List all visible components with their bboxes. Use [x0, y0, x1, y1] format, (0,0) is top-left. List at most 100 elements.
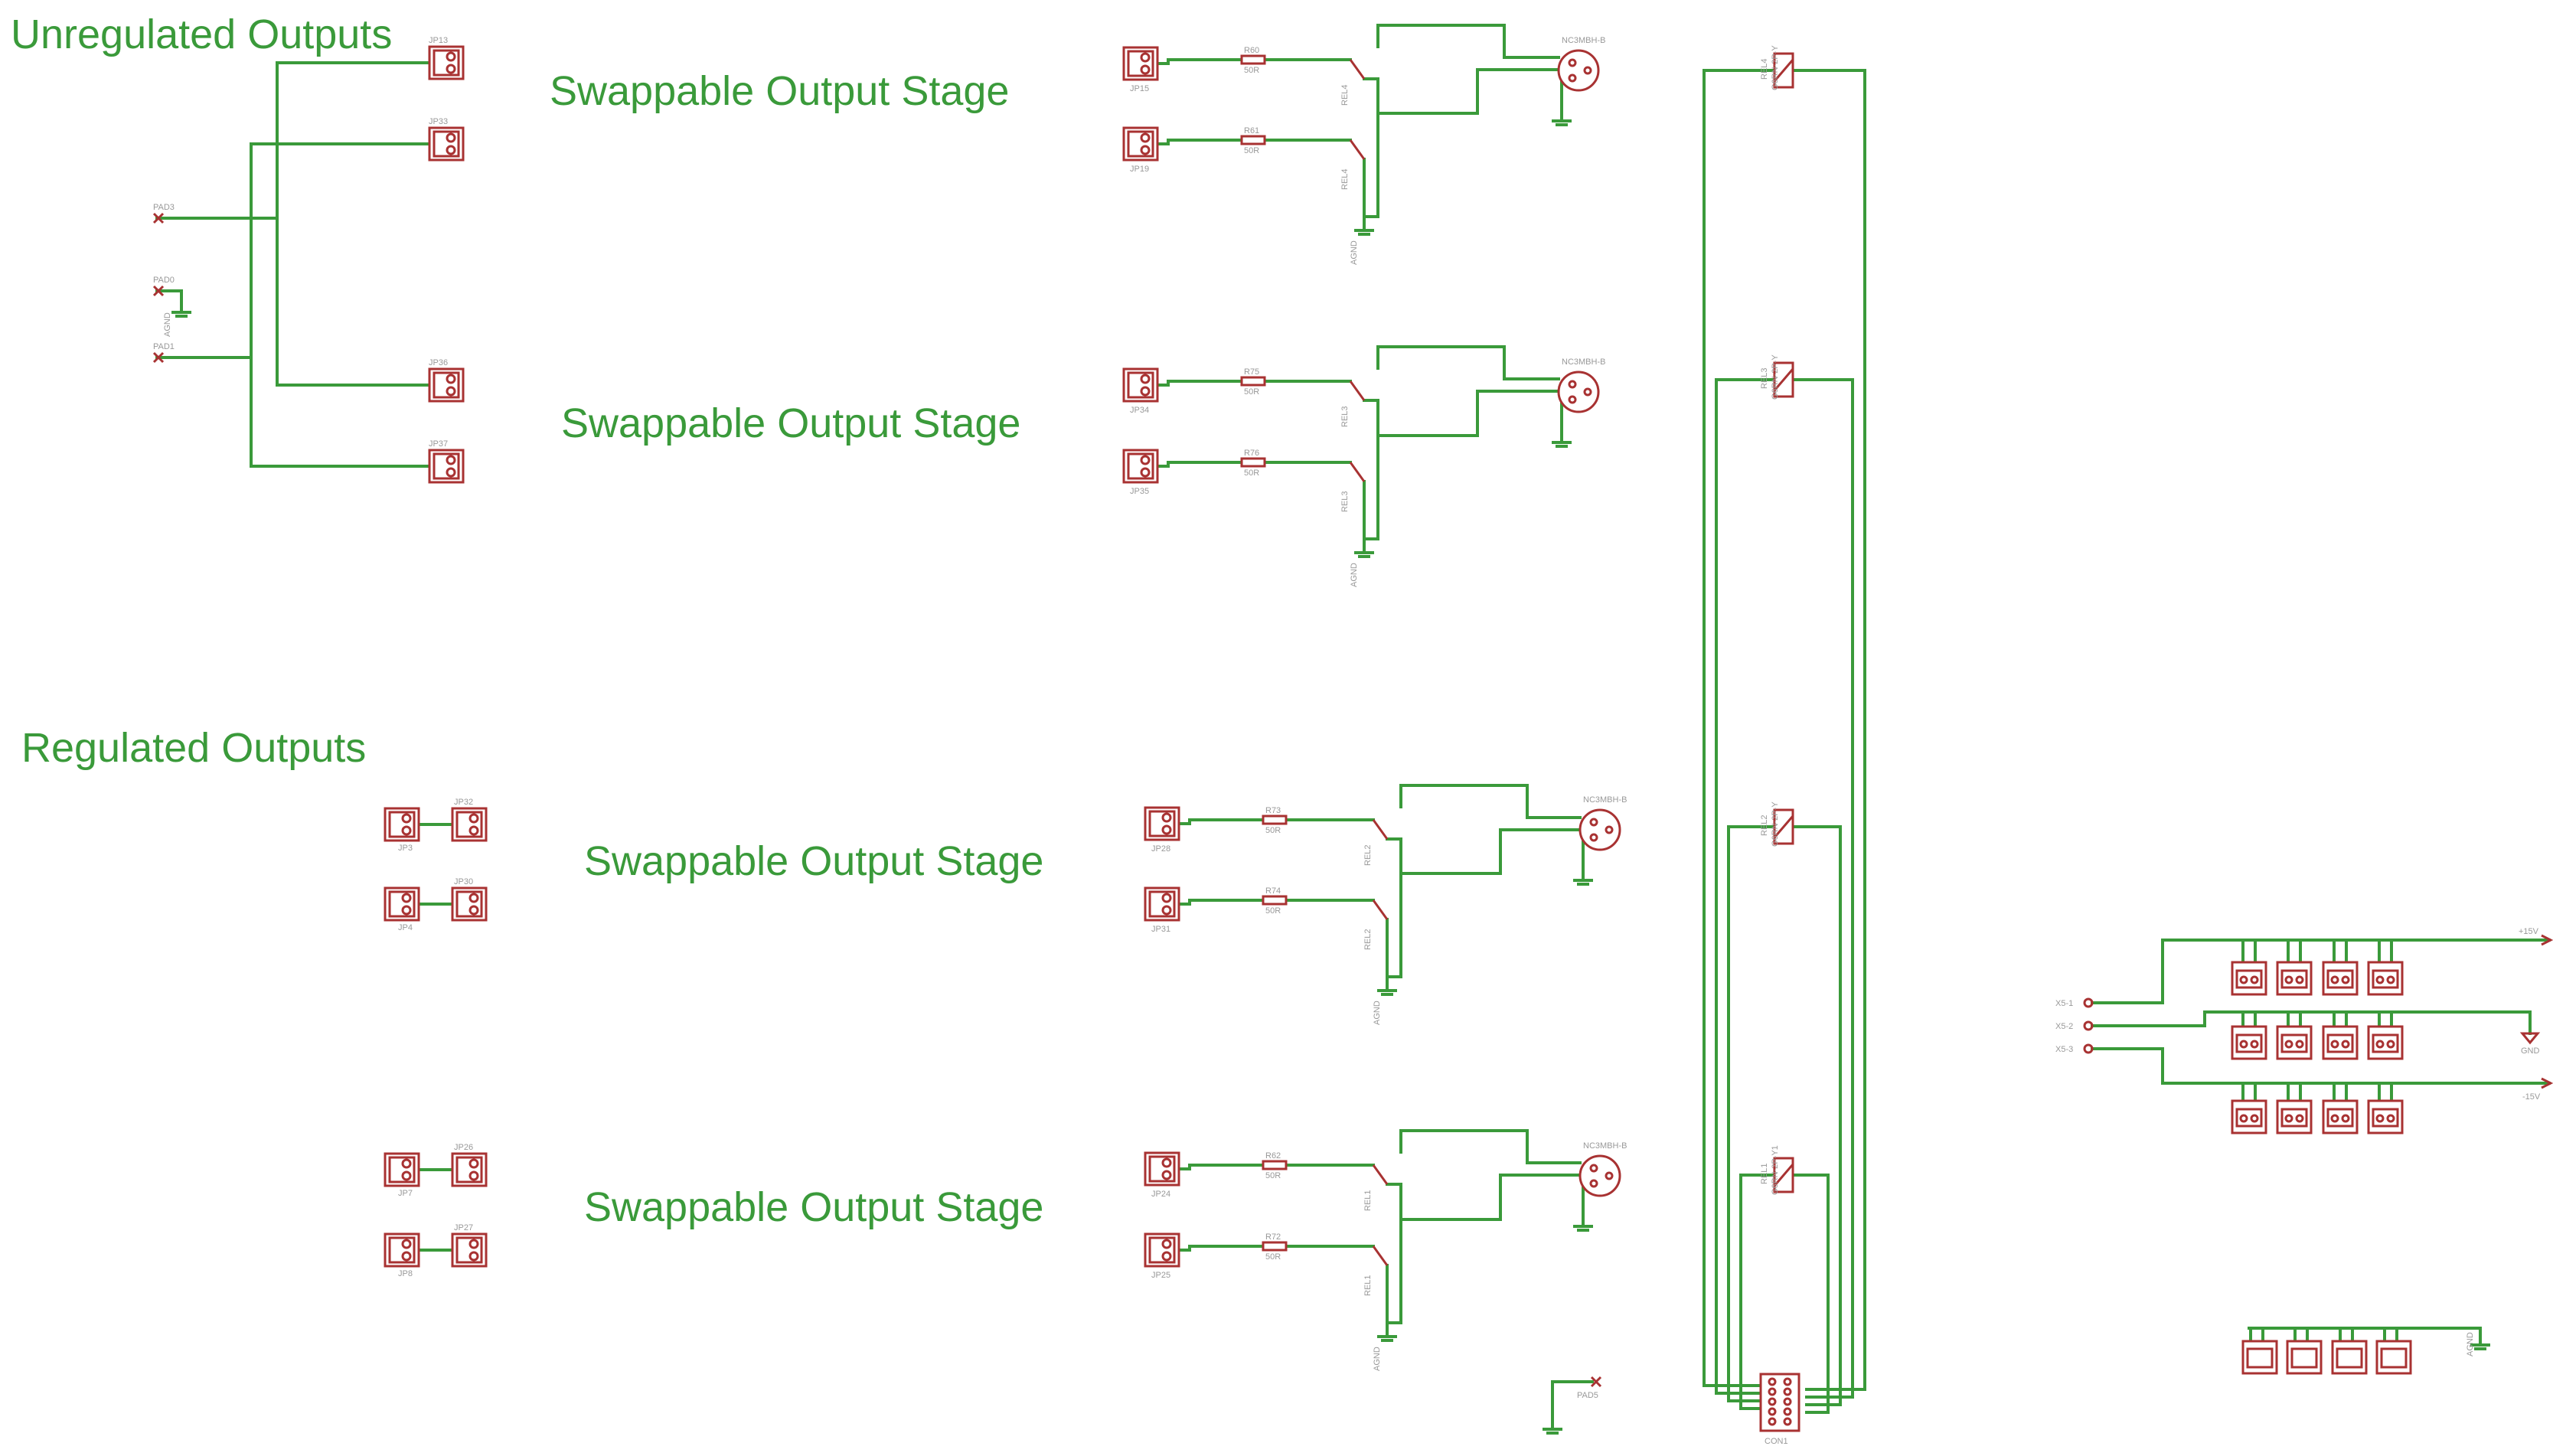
- regulated-header-label: JP7: [398, 1189, 413, 1198]
- header-pin: [2239, 1114, 2248, 1123]
- xlr-body: [1557, 49, 1600, 92]
- power-header: [2276, 1099, 2313, 1134]
- stage-input-b: [1144, 886, 1180, 922]
- wire: [1399, 1129, 1582, 1164]
- header-pin: [446, 386, 456, 397]
- unregulated-header: [428, 45, 465, 80]
- header-pin: [401, 1239, 412, 1249]
- wire: [1150, 58, 1243, 65]
- connector-pin: [1783, 1397, 1792, 1406]
- regulated-header-label: JP3: [398, 844, 413, 853]
- wire: [1715, 378, 1776, 1395]
- wire: [1791, 825, 1842, 1406]
- rail-minus15: [2091, 1047, 2551, 1085]
- stage-input-label: JP28: [1151, 844, 1170, 854]
- wire: [1150, 461, 1243, 468]
- wire: [1363, 480, 1379, 540]
- xlr-label: NC3MBH-B: [1562, 36, 1605, 45]
- coil-stroke: [1773, 1164, 1794, 1187]
- resistor-label: R61: [1244, 126, 1259, 135]
- wire: [1739, 1174, 1776, 1410]
- wire: [1150, 380, 1243, 387]
- wire: [1791, 1174, 1830, 1414]
- xlr-pin: [1568, 73, 1577, 83]
- power-input-pin: [2083, 997, 2094, 1008]
- xlr-label: NC3MBH-B: [1583, 795, 1627, 805]
- xlr-ground: [1573, 879, 1593, 886]
- regulated-header-label: JP32: [454, 798, 473, 807]
- regulated-header-label: JP30: [454, 877, 473, 886]
- header-inner: [2235, 969, 2263, 989]
- wire: [1386, 1264, 1402, 1324]
- header-pin: [2250, 1040, 2259, 1049]
- power-input-label: X5-2: [2055, 1022, 2073, 1031]
- plus15-arrow: [2541, 934, 2553, 946]
- header-inner: [1148, 1236, 1176, 1264]
- relay-coil-part: G6RN-2P-Y: [1771, 354, 1780, 400]
- wire: [1791, 69, 1866, 1391]
- stage-input-label: JP19: [1130, 165, 1149, 174]
- resistor-value: 50R: [1265, 1171, 1281, 1180]
- stage-agnd-label: AGND: [1373, 1001, 1382, 1025]
- regulated-header-left: [384, 1232, 420, 1268]
- stage-agnd: [1354, 551, 1374, 558]
- header-pin: [2341, 975, 2350, 984]
- power-header: [2322, 1099, 2359, 1134]
- xlr-body: [1557, 371, 1600, 413]
- header-pin: [1140, 467, 1151, 478]
- rail-plus15: [2091, 939, 2551, 1004]
- relay-switch-b: [1349, 139, 1366, 160]
- header-pin: [1140, 455, 1151, 465]
- header-pin: [401, 825, 412, 836]
- header-pin: [1161, 824, 1172, 835]
- resistor-value: 50R: [1244, 66, 1259, 75]
- header-pin: [446, 455, 456, 465]
- resistor-label: R73: [1265, 806, 1281, 815]
- pad-label: PAD3: [153, 203, 175, 212]
- stage-input-a: [1122, 367, 1159, 403]
- agnd-bus: [2248, 1327, 2482, 1345]
- stage-title-3: Swappable Output Stage: [584, 838, 1044, 884]
- wire: [276, 217, 432, 387]
- coil-stroke: [1773, 815, 1794, 838]
- xlr-ground: [1552, 119, 1572, 126]
- xlr-pin: [1589, 1179, 1598, 1188]
- agnd-power-label: AGND: [2466, 1332, 2475, 1356]
- header-pin: [2295, 1040, 2304, 1049]
- wire: [1171, 1164, 1265, 1170]
- header-pin: [2386, 1040, 2395, 1049]
- power-header: [2231, 961, 2267, 996]
- wire: [250, 356, 432, 468]
- stage-resistor: [1240, 457, 1266, 468]
- header-inner: [2280, 1033, 2308, 1053]
- header-pin: [1140, 374, 1151, 384]
- connector-pin: [1768, 1407, 1777, 1416]
- header-inner: [1127, 130, 1154, 158]
- relay-coil-label: REL3: [1760, 367, 1769, 389]
- relay-label: REL3: [1340, 406, 1350, 427]
- wire: [1727, 825, 1776, 1402]
- relay-coil-label: REL4: [1760, 58, 1769, 80]
- regulated-header-right: [451, 1232, 488, 1268]
- schematic-labels: JP13JP33JP36JP37PAD3PAD0PAD1AGNDJP3JP32J…: [153, 36, 2541, 1446]
- relay-coil-part: G6RN-2P-Y: [1771, 45, 1780, 90]
- pad-label: PAD0: [153, 276, 175, 285]
- gnd-arrow: [2519, 1032, 2541, 1045]
- header-pin: [2284, 975, 2293, 984]
- pad0-marker: [152, 285, 165, 297]
- header-inner: [388, 890, 416, 918]
- header-pin: [2250, 975, 2259, 984]
- relay-coil-label: REL2: [1760, 815, 1769, 836]
- wire: [1150, 139, 1243, 145]
- header-pin: [401, 813, 412, 824]
- regulated-header-left: [384, 807, 420, 842]
- relay-switch-b: [1372, 899, 1389, 920]
- header-inner: [2290, 1347, 2318, 1369]
- stage-input-label: JP31: [1151, 925, 1170, 934]
- connector-pin: [1783, 1377, 1792, 1386]
- wire-pad1: [155, 142, 432, 359]
- header-inner: [2336, 1347, 2363, 1369]
- stage-resistor: [1240, 376, 1266, 387]
- wire: [1703, 69, 1776, 1387]
- resistor-value: 50R: [1265, 1252, 1281, 1262]
